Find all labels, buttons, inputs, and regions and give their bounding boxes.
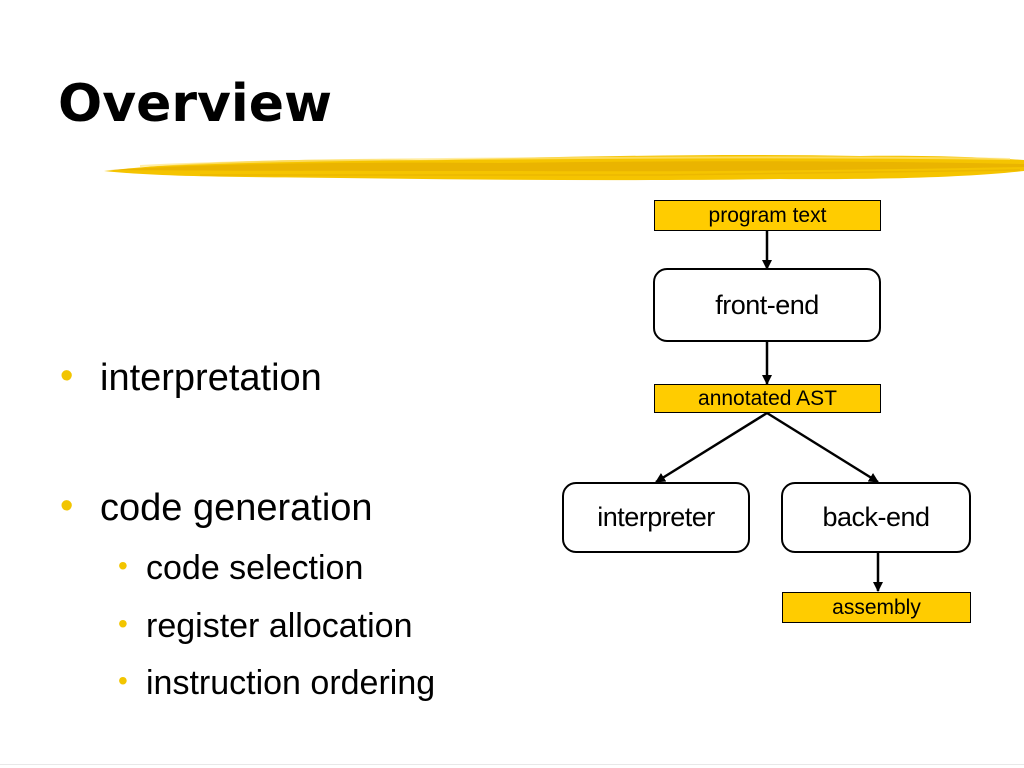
- front-end-box: front-end: [653, 268, 881, 342]
- annotated-ast-box: annotated AST: [654, 384, 881, 413]
- back-end-label: back-end: [822, 502, 930, 532]
- bullet-dot-icon: •: [118, 608, 128, 639]
- title-underline-brush: [104, 154, 1024, 181]
- bullet-item: • code generation: [60, 487, 373, 529]
- sub-bullet-item: • register allocation: [118, 607, 413, 645]
- bullet-dot-icon: •: [60, 485, 74, 527]
- bullet-dot-icon: •: [118, 665, 128, 696]
- slide-title: Overview: [58, 74, 333, 134]
- bullet-dot-icon: •: [118, 550, 128, 581]
- bullet-text: code selection: [146, 549, 364, 587]
- bullet-dot-icon: •: [60, 355, 74, 397]
- program-text-box: program text: [654, 200, 881, 231]
- annotated-ast-label: annotated AST: [698, 386, 837, 410]
- assembly-label: assembly: [832, 595, 921, 619]
- interpreter-box: interpreter: [562, 482, 750, 553]
- back-end-box: back-end: [781, 482, 971, 553]
- sub-bullet-item: • instruction ordering: [118, 664, 436, 702]
- arrow-ast-to-backend: [766, 411, 879, 484]
- bullet-text: register allocation: [146, 607, 413, 645]
- footer-divider: [0, 764, 1024, 765]
- bullet-list: • interpretation • code generation • cod…: [60, 357, 436, 702]
- bullet-item: • interpretation: [60, 357, 322, 399]
- sub-bullet-item: • code selection: [118, 549, 364, 587]
- program-text-label: program text: [708, 203, 827, 227]
- bullet-text: interpretation: [100, 357, 322, 399]
- interpreter-label: interpreter: [597, 502, 715, 532]
- bullet-text: code generation: [100, 487, 373, 529]
- assembly-box: assembly: [782, 592, 971, 623]
- bullet-text: instruction ordering: [146, 664, 436, 702]
- front-end-label: front-end: [715, 289, 819, 320]
- arrow-ast-to-interpreter: [655, 411, 768, 484]
